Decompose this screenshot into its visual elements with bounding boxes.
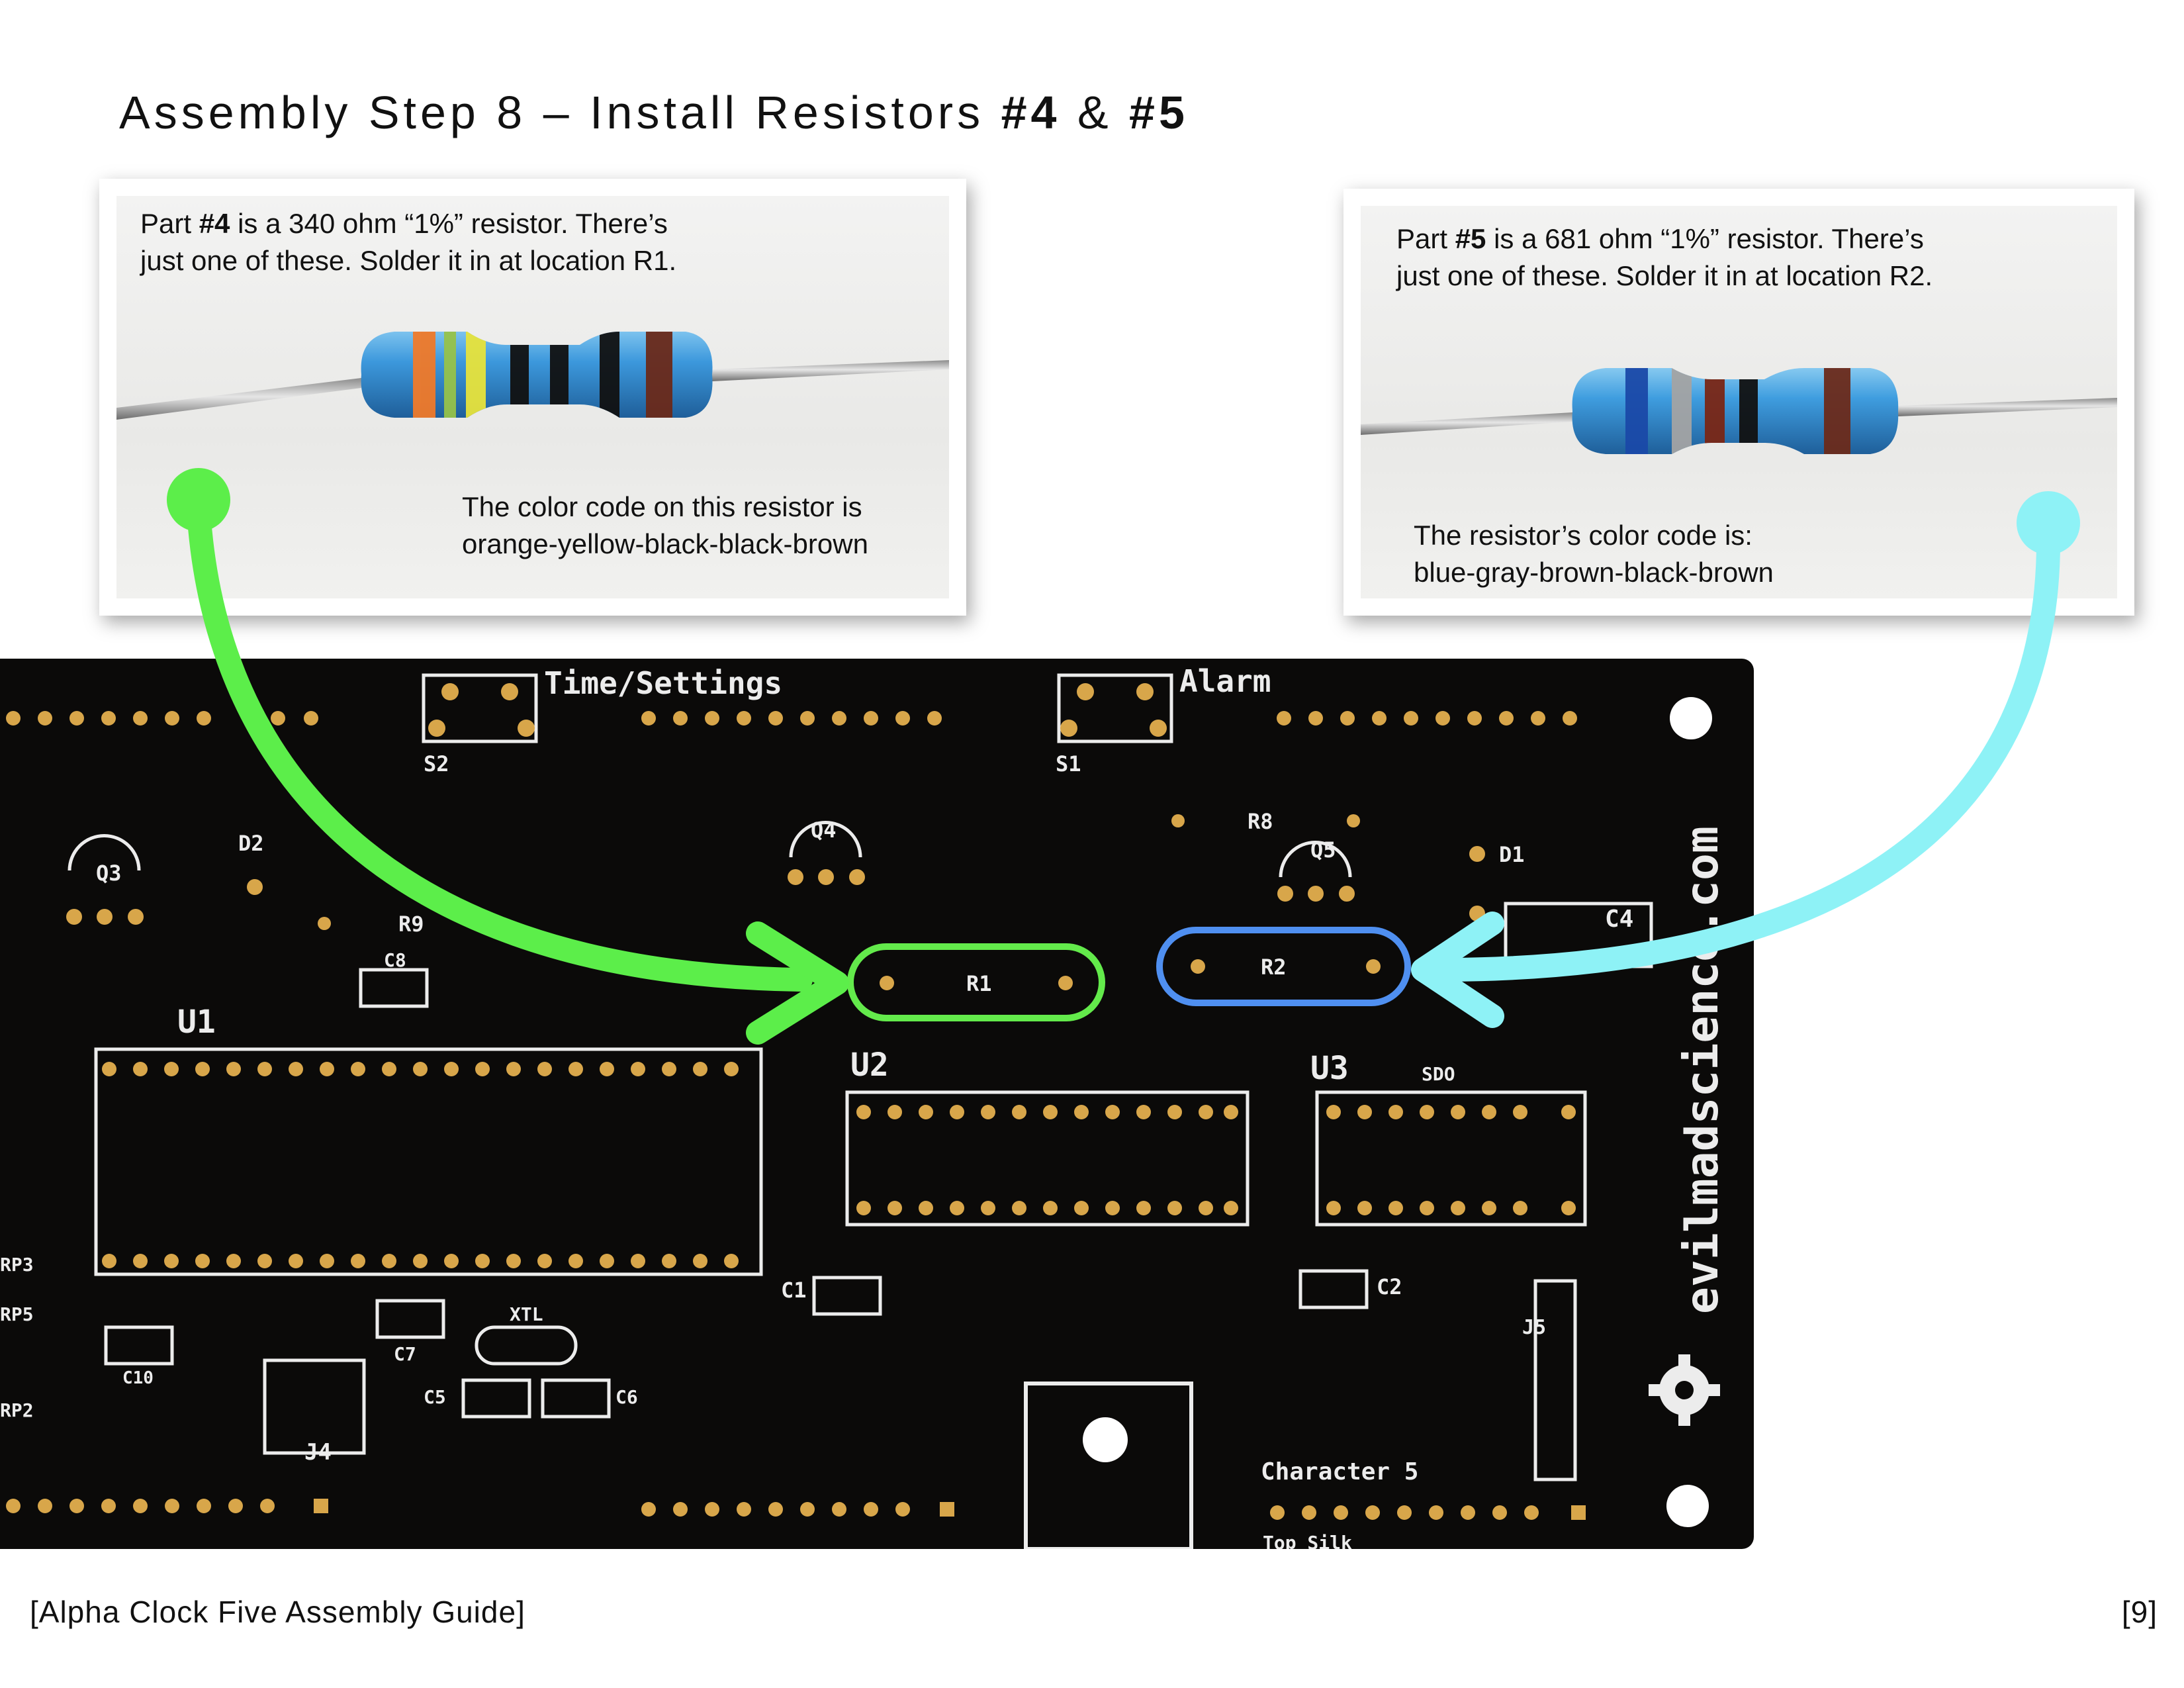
resistor-4-part-number: #4 <box>199 208 230 239</box>
resistor-4-image <box>116 332 949 420</box>
top-left-header <box>6 711 318 726</box>
r2-label: R2 <box>1261 955 1287 980</box>
u2-outline <box>845 1090 1250 1227</box>
gear-icon <box>1649 1354 1720 1426</box>
title-part-a: #4 <box>1001 87 1061 138</box>
q3-label: Q3 <box>96 861 122 886</box>
circuit-board-silkscreen: Time/Settings Alarm S2 S1 Q3 D2 Q4 Q5 D1… <box>0 663 1729 1549</box>
bottom-left-header <box>6 1499 328 1513</box>
alarm-label: Alarm <box>1179 663 1271 699</box>
resistor-4-description: Part #4 is a 340 ohm “1%” resistor. Ther… <box>140 205 676 279</box>
resistor-5-image <box>1361 368 2117 454</box>
resistor-5-card: Part #5 is a 681 ohm “1%” resistor. Ther… <box>1343 189 2134 616</box>
j4-label: J4 <box>304 1439 332 1466</box>
circuit-board: Time/Settings Alarm S2 S1 Q3 D2 Q4 Q5 D1… <box>0 659 1754 1549</box>
c2-label: C2 <box>1377 1274 1402 1299</box>
u1-outline <box>94 1047 763 1276</box>
title-prefix: Assembly Step 8 – Install Resistors <box>119 87 1001 138</box>
power-jack-outline <box>1024 1382 1193 1549</box>
resistor-4-card: Part #4 is a 340 ohm “1%” resistor. Ther… <box>99 179 966 616</box>
mounting-hole-bottom <box>1666 1485 1709 1527</box>
r2-highlight <box>1156 927 1411 1006</box>
s1-label: S1 <box>1056 751 1081 776</box>
mounting-hole-top <box>1670 697 1712 739</box>
bottom-middle-header <box>641 1502 954 1517</box>
resistor-5-line1-post: is a 681 ohm “1%” resistor. There’s <box>1486 223 1924 254</box>
title-amp: & <box>1060 87 1130 138</box>
u1-label: U1 <box>177 1004 216 1041</box>
q5-label: Q5 <box>1310 837 1336 863</box>
title-part-b: #5 <box>1129 87 1189 138</box>
rp3-label: RP3 <box>0 1254 34 1276</box>
bottom-right-header <box>1270 1505 1586 1520</box>
r1-label: R1 <box>966 971 992 996</box>
j5-label: J5 <box>1522 1316 1546 1339</box>
c4-label: C4 <box>1605 906 1633 933</box>
xtl-label: XTL <box>510 1303 543 1325</box>
s2-label: S2 <box>424 751 449 776</box>
c5-label: C5 <box>424 1386 446 1408</box>
r1-highlight <box>847 943 1105 1021</box>
top-middle-header <box>641 711 942 726</box>
sdo-label: SDO <box>1422 1063 1455 1085</box>
u3-outline <box>1315 1090 1587 1227</box>
resistor-5-description: Part #5 is a 681 ohm “1%” resistor. Ther… <box>1396 220 1933 295</box>
c10-label: C10 <box>122 1368 154 1388</box>
resistor-4-color-line1: The color code on this resistor is <box>462 491 862 522</box>
r8-label: R8 <box>1248 809 1273 834</box>
resistor-5-line1-pre: Part <box>1396 223 1455 254</box>
website-label: evilmadscience.com <box>1676 826 1729 1314</box>
resistor-4-color-line2: orange-yellow-black-black-brown <box>462 528 868 559</box>
resistor-5-color-line1: The resistor’s color code is: <box>1414 520 1752 551</box>
top-silk-label: Top Silk <box>1263 1532 1352 1549</box>
time-settings-label: Time/Settings <box>544 665 782 701</box>
switch-s1 <box>1057 673 1173 743</box>
resistor-5-photo: Part #5 is a 681 ohm “1%” resistor. Ther… <box>1361 206 2117 598</box>
d1-label: D1 <box>1499 842 1525 867</box>
rp5-label: RP5 <box>0 1303 34 1325</box>
page-title: Assembly Step 8 – Install Resistors #4 &… <box>119 86 1189 139</box>
d2-label: D2 <box>238 831 264 856</box>
character-5-label: Character 5 <box>1261 1458 1418 1485</box>
resistor-5-color-code: The resistor’s color code is: blue-gray-… <box>1414 517 1774 591</box>
c1-label: C1 <box>781 1278 807 1303</box>
power-jack-hole <box>1083 1417 1128 1462</box>
r9-label: R9 <box>398 912 424 937</box>
resistor-4-color-code: The color code on this resistor is orang… <box>462 489 868 563</box>
resistor-5-color-line2: blue-gray-brown-black-brown <box>1414 557 1774 588</box>
u2-label: U2 <box>850 1047 889 1084</box>
resistor-4-line1-post: is a 340 ohm “1%” resistor. There’s <box>230 208 668 239</box>
c6-label: C6 <box>615 1386 638 1408</box>
guide-title: [Alpha Clock Five Assembly Guide] <box>30 1595 525 1629</box>
resistor-5-part-number: #5 <box>1455 223 1486 254</box>
page-number: [9] <box>2121 1595 2158 1629</box>
c7-label: C7 <box>394 1343 416 1365</box>
resistor-4-line1: Part #4 is a 340 ohm “1%” resistor. Ther… <box>140 205 676 242</box>
c8-label: C8 <box>384 949 406 971</box>
resistor-4-line1-pre: Part <box>140 208 199 239</box>
u3-label: U3 <box>1310 1050 1349 1087</box>
resistor-5-line1: Part #5 is a 681 ohm “1%” resistor. Ther… <box>1396 220 1933 258</box>
rp2-label: RP2 <box>0 1399 34 1421</box>
resistor-4-line2: just one of these. Solder it in at locat… <box>140 245 677 276</box>
q4-label: Q4 <box>811 818 837 843</box>
resistor-4-photo: Part #4 is a 340 ohm “1%” resistor. Ther… <box>116 196 949 598</box>
top-right-header <box>1277 711 1577 726</box>
resistor-5-line2: just one of these. Solder it in at locat… <box>1396 260 1933 291</box>
